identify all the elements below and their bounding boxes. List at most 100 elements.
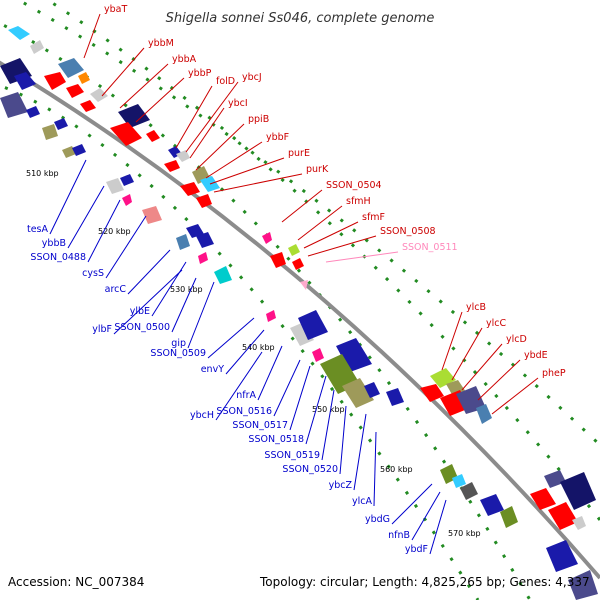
gene-leader-line bbox=[325, 251, 399, 263]
gene-label[interactable]: ylcC bbox=[486, 318, 506, 329]
gene-leader-line bbox=[171, 277, 197, 333]
gene-label[interactable]: SSON_0508 bbox=[380, 226, 436, 237]
gene-label[interactable]: SSON_0511 bbox=[402, 242, 458, 253]
gene-arrow bbox=[560, 472, 596, 510]
gene-arrow bbox=[186, 224, 204, 238]
gene-arrow bbox=[198, 252, 208, 264]
gene-label[interactable]: SSON_0518 bbox=[248, 434, 304, 445]
gene-leader-line bbox=[187, 281, 215, 349]
gene-leader-line bbox=[289, 365, 311, 431]
gene-arrow bbox=[54, 118, 68, 130]
gene-leader-line bbox=[83, 13, 101, 59]
gene-arrow bbox=[288, 244, 300, 256]
gene-label[interactable]: sfmH bbox=[346, 196, 371, 207]
accession-text: Accession: NC_007384 bbox=[8, 575, 144, 589]
gene-leader-line bbox=[339, 405, 347, 475]
gene-arrow bbox=[336, 338, 372, 372]
gene-label[interactable]: tesA bbox=[27, 224, 49, 235]
scale-tick-label: 540 kbp bbox=[242, 343, 275, 352]
scale-tick-label: 560 kbp bbox=[380, 465, 413, 474]
gene-arrow bbox=[72, 144, 86, 156]
gene-leader-line bbox=[215, 351, 263, 421]
gene-label[interactable]: SSON_0488 bbox=[30, 252, 86, 263]
gene-label[interactable]: envY bbox=[201, 364, 224, 375]
gene-label[interactable]: ppiB bbox=[248, 114, 269, 125]
gene-arrow bbox=[44, 72, 66, 90]
gene-label[interactable]: SSON_0516 bbox=[216, 406, 272, 417]
gene-leader-line bbox=[87, 199, 121, 263]
gene-arrow bbox=[180, 182, 200, 196]
gene-label[interactable]: sfmF bbox=[362, 212, 385, 223]
gene-arrow bbox=[364, 382, 380, 398]
gene-label[interactable]: SSON_0517 bbox=[232, 420, 288, 431]
gene-label[interactable]: ybdF bbox=[405, 544, 428, 555]
gene-arrow bbox=[568, 570, 598, 600]
gene-arrow bbox=[176, 150, 190, 162]
scale-tick-label: 570 kbp bbox=[448, 529, 481, 538]
gene-label[interactable]: pheP bbox=[542, 368, 566, 379]
gene-label[interactable]: gip bbox=[171, 338, 186, 349]
gene-label[interactable]: nfrA bbox=[236, 390, 256, 401]
gene-label[interactable]: arcC bbox=[105, 284, 127, 295]
gene-leader-line bbox=[441, 311, 463, 371]
gene-label[interactable]: ybcJ bbox=[242, 72, 262, 83]
gene-arrow bbox=[544, 470, 566, 488]
gene-leader-line bbox=[321, 389, 335, 461]
gene-label[interactable]: purE bbox=[288, 148, 310, 159]
gene-arrow bbox=[8, 26, 30, 40]
gene-arrow bbox=[110, 122, 142, 146]
gene-label[interactable]: ybbP bbox=[188, 68, 212, 79]
gene-leader-line bbox=[185, 81, 239, 153]
gene-label[interactable]: ybcH bbox=[190, 410, 214, 421]
gene-label[interactable]: ylcB bbox=[466, 302, 486, 313]
gene-arrow bbox=[480, 494, 504, 516]
gene-label[interactable]: ylbF bbox=[92, 324, 112, 335]
gene-label[interactable]: folD bbox=[216, 76, 235, 87]
gene-label[interactable]: SSON_0509 bbox=[150, 348, 206, 359]
gene-leader-line bbox=[209, 157, 285, 185]
scale-tick-label: 550 kbp bbox=[312, 405, 345, 414]
gene-arrow bbox=[196, 194, 212, 208]
genome-summary-text: Topology: circular; Length: 4,825,265 bp… bbox=[259, 575, 590, 589]
gene-arrow bbox=[386, 388, 404, 406]
gene-arrow bbox=[66, 84, 84, 98]
gene-label[interactable]: ybdG bbox=[365, 514, 390, 525]
gene-arrow bbox=[342, 378, 374, 408]
gene-leader-line bbox=[135, 77, 185, 123]
gene-arrow bbox=[452, 474, 466, 488]
gene-label[interactable]: SSON_0520 bbox=[282, 464, 338, 475]
gene-leader-line bbox=[105, 215, 147, 279]
gene-label[interactable]: ybdE bbox=[524, 350, 548, 361]
reverse-strand-features bbox=[0, 58, 598, 600]
gene-label[interactable]: ybbF bbox=[266, 132, 289, 143]
gene-arrow bbox=[176, 234, 190, 250]
gene-arrow bbox=[42, 124, 58, 140]
gene-label[interactable]: SSON_0519 bbox=[264, 450, 320, 461]
gene-leader-line bbox=[477, 359, 521, 401]
gene-label[interactable]: ylbE bbox=[130, 306, 150, 317]
gene-label[interactable]: ybbA bbox=[172, 54, 197, 65]
gene-label[interactable]: ylcD bbox=[506, 334, 527, 345]
gene-label[interactable]: cysS bbox=[82, 268, 104, 279]
gene-arrow bbox=[14, 72, 36, 90]
gene-label[interactable]: ybaT bbox=[104, 4, 127, 15]
gene-label[interactable]: nfnB bbox=[388, 530, 410, 541]
gene-label[interactable]: purK bbox=[306, 164, 329, 175]
gene-label[interactable]: ybbB bbox=[42, 238, 66, 249]
gene-leader-line bbox=[207, 317, 255, 359]
gene-label[interactable]: ybcZ bbox=[329, 480, 353, 491]
gene-label[interactable]: ybcI bbox=[228, 98, 248, 109]
forward-strand-features bbox=[8, 26, 596, 530]
gene-arrow bbox=[262, 232, 272, 244]
gene-label[interactable]: SSON_0504 bbox=[326, 180, 382, 191]
gene-label[interactable]: ybbM bbox=[148, 38, 174, 49]
gene-arrow bbox=[298, 310, 328, 340]
gene-arrow bbox=[120, 174, 134, 186]
gene-label[interactable]: SSON_0500 bbox=[114, 322, 170, 333]
scale-tick-label: 520 kbp bbox=[98, 227, 131, 236]
gene-arrow bbox=[30, 40, 44, 54]
gene-leader-line bbox=[205, 141, 263, 179]
gene-arrow bbox=[300, 280, 308, 290]
gene-label[interactable]: ylcA bbox=[352, 496, 372, 507]
